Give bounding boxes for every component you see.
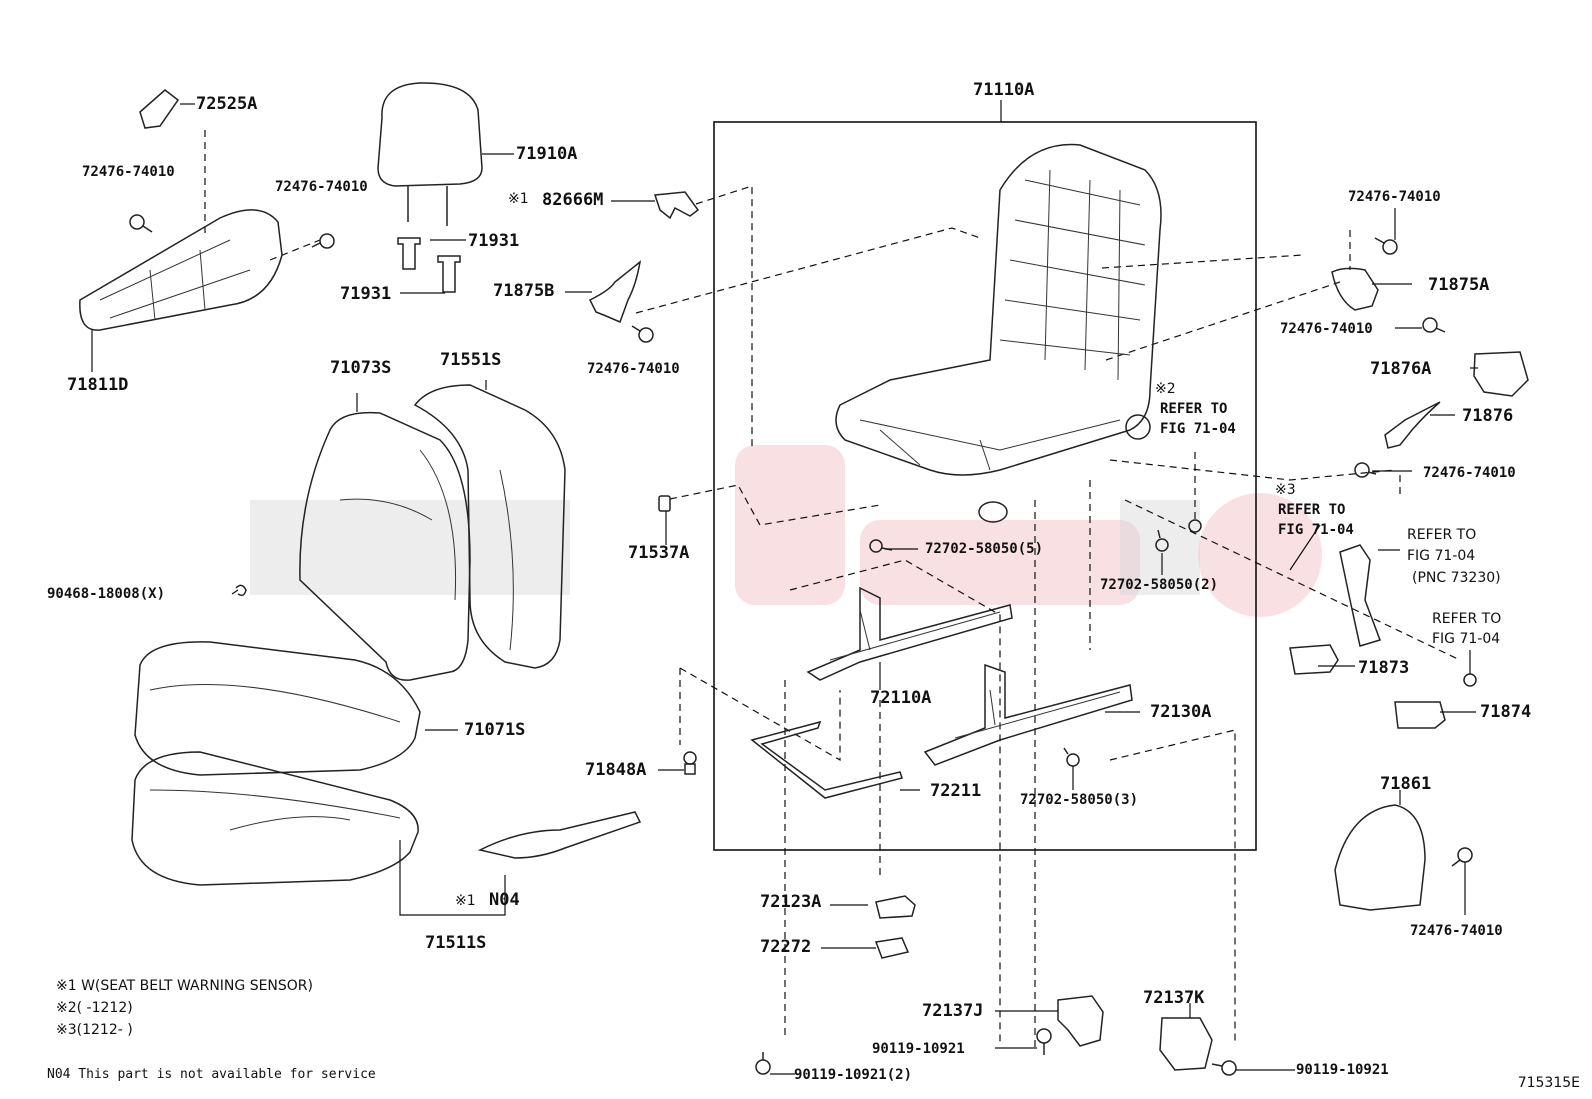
- recliner-knob-drawing: [139, 89, 180, 129]
- ref-2-line1: REFER TO: [1160, 401, 1228, 417]
- leader-lines: [91, 103, 1478, 1075]
- cover-71876A-drawing: [1473, 351, 1529, 397]
- cover-72137K-drawing: [1159, 1017, 1213, 1071]
- bolt-drawings: [129, 214, 1477, 1076]
- seat-belt-buckle-drawing: [1339, 544, 1381, 647]
- label-72110A: 72110A: [870, 688, 932, 708]
- footnote-3: ※3(1212- ): [56, 1022, 133, 1038]
- seat-cushion-cover-drawing: [134, 641, 421, 776]
- seat-back-cover-drawing: [299, 411, 471, 681]
- ref-5-line2: FIG 71-04: [1432, 631, 1501, 647]
- label-N04-mark: ※1: [455, 893, 476, 909]
- label-90119-10921-a: 90119-10921: [872, 1041, 965, 1057]
- label-72137K: 72137K: [1143, 988, 1205, 1008]
- seat-assembly-box: [713, 121, 1257, 851]
- label-71511S: 71511S: [425, 933, 487, 953]
- ref-5-line1: REFER TO: [1432, 611, 1502, 627]
- clip-72123A-drawing: [875, 895, 916, 919]
- ref-4-line2: FIG 71-04: [1407, 548, 1476, 564]
- cover-72137J-drawing: [1057, 995, 1104, 1047]
- label-71874: 71874: [1480, 702, 1532, 722]
- label-72137J: 72137J: [922, 1001, 984, 1021]
- label-71875B: 71875B: [493, 281, 555, 301]
- label-72476-74010-b: 72476-74010: [275, 179, 368, 195]
- label-72476-74010-e: 72476-74010: [1280, 321, 1373, 337]
- footnote-N04: N04 This part is not available for servi…: [47, 1067, 376, 1082]
- assembly-guide-lines: [204, 130, 1461, 1050]
- cap-71537A-drawing: [658, 495, 671, 512]
- watermark-logo: [250, 445, 1322, 617]
- sensor-mat-drawing: [477, 811, 642, 859]
- label-71910A: 71910A: [516, 144, 578, 164]
- clip-82666M-drawing: [653, 191, 700, 220]
- seat-back-pad-drawing: [413, 384, 566, 669]
- label-72476-74010-a: 72476-74010: [82, 164, 175, 180]
- cover-71875B-drawing: [588, 260, 642, 324]
- ref-2-line2: FIG 71-04: [1160, 421, 1236, 437]
- label-71537A: 71537A: [628, 543, 690, 563]
- headrest-drawing: [377, 82, 483, 226]
- label-82666M-mark: ※1: [508, 191, 529, 207]
- label-72211: 72211: [930, 781, 982, 801]
- label-71848A: 71848A: [585, 760, 647, 780]
- label-71110A: 71110A: [973, 80, 1035, 100]
- footnote-2: ※2( -1212): [56, 1000, 133, 1016]
- seat-adjuster-left-drawing: [806, 586, 1013, 681]
- label-71931-a: 71931: [468, 231, 520, 251]
- figure-id: 715315E: [1517, 1075, 1580, 1091]
- hog-ring-drawing: [235, 584, 247, 597]
- seat-cushion-pad-drawing: [131, 751, 419, 886]
- label-82666M: 82666M: [542, 190, 604, 210]
- label-72476-74010-f: 72476-74010: [1423, 465, 1516, 481]
- label-72130A: 72130A: [1150, 702, 1212, 722]
- cover-71875A-drawing: [1331, 267, 1379, 311]
- ref-2-mark: ※2: [1155, 381, 1176, 397]
- label-N04: N04: [489, 890, 520, 910]
- seat-adjuster-right-drawing: [923, 663, 1133, 766]
- label-71873: 71873: [1358, 658, 1410, 678]
- ref-3-line2: FIG 71-04: [1278, 522, 1354, 538]
- label-71876A: 71876A: [1370, 359, 1432, 379]
- lever-71876-drawing: [1384, 401, 1441, 449]
- connector-72272-drawing: [874, 937, 910, 959]
- headrest-guide-drawing: [397, 237, 461, 293]
- label-71876: 71876: [1462, 406, 1514, 426]
- wire-71873-drawing: [1289, 644, 1339, 675]
- ref-3-line1: REFER TO: [1278, 502, 1346, 518]
- label-72702-58050-5: 72702-58050(5): [925, 541, 1044, 557]
- seat-frame-drawing: [835, 143, 1162, 523]
- label-72476-74010-g: 72476-74010: [1410, 923, 1503, 939]
- label-71875A: 71875A: [1428, 275, 1490, 295]
- label-72123A: 72123A: [760, 892, 822, 912]
- label-71861: 71861: [1380, 774, 1432, 794]
- label-72476-74010-c: 72476-74010: [587, 361, 680, 377]
- label-72272: 72272: [760, 937, 812, 957]
- label-71811D: 71811D: [67, 375, 129, 395]
- cover-71874-drawing: [1394, 701, 1446, 729]
- label-71073S: 71073S: [330, 358, 392, 378]
- label-72702-58050-2: 72702-58050(2): [1100, 577, 1219, 593]
- label-90119-10921-c: 90119-10921: [1296, 1062, 1389, 1078]
- label-72702-58050-3: 72702-58050(3): [1020, 792, 1139, 808]
- label-72476-74010-d: 72476-74010: [1348, 189, 1441, 205]
- label-90119-10921-b: 90119-10921(2): [794, 1067, 913, 1083]
- label-71071S: 71071S: [464, 720, 526, 740]
- ref-4-line3: (PNC 73230): [1412, 570, 1501, 586]
- label-90468-18008: 90468-18008(X): [47, 586, 166, 602]
- ref-4-line1: REFER TO: [1407, 527, 1477, 543]
- shield-71861-drawing: [1334, 804, 1426, 911]
- label-71551S: 71551S: [440, 350, 502, 370]
- adjuster-rod-drawing: [750, 720, 903, 799]
- footnote-1: ※1 W(SEAT BELT WARNING SENSOR): [56, 978, 313, 994]
- label-72525A: 72525A: [196, 94, 258, 114]
- ref-3-mark: ※3: [1275, 482, 1296, 498]
- label-71931-b: 71931: [340, 284, 392, 304]
- seat-shield-drawing: [79, 209, 283, 331]
